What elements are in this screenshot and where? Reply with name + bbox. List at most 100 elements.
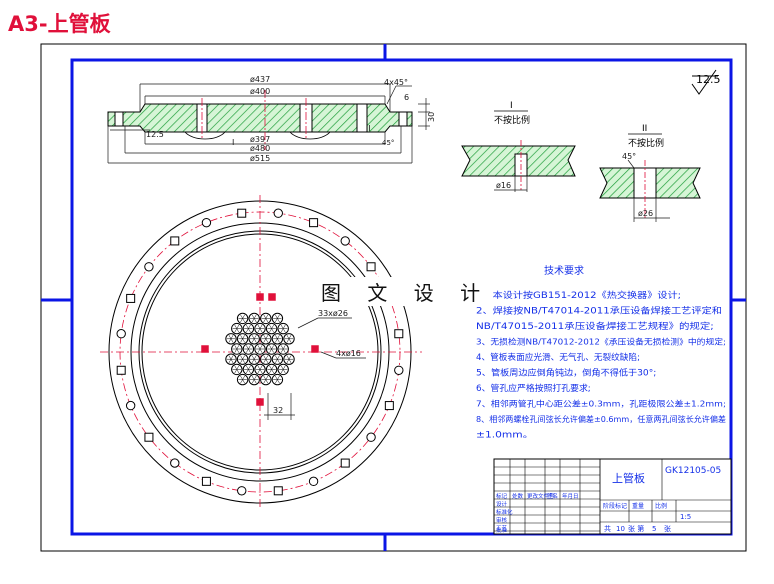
tube-hole [254, 363, 266, 376]
tube-hole [260, 333, 272, 345]
tb-header-cell: 处数 [512, 492, 524, 500]
tube-hole [236, 373, 249, 386]
tie-rod-hole [311, 345, 319, 353]
tube-hole [236, 312, 249, 325]
tech-line: 2、焊接按NB/T47014-2011承压设备焊接工艺评定和 [476, 305, 722, 317]
detail-1-scale: 不按比例 [494, 114, 530, 126]
detail-1-roman: I [510, 101, 513, 111]
tb-scale-value: 1:5 [680, 513, 691, 521]
bolt-hole [201, 217, 212, 228]
tb-sheet-info: 张 [664, 524, 671, 533]
tube-hole [265, 322, 278, 335]
detail-2-scale: 不按比例 [628, 137, 664, 149]
dim-397: ø397 [250, 135, 270, 144]
tube-hole [248, 312, 260, 325]
tube-hole [271, 312, 284, 325]
center-marks [41, 44, 746, 551]
tb-stage-label: 阶段标记 [603, 502, 627, 510]
bolt-hole [308, 476, 319, 487]
tube-hole [231, 363, 243, 376]
bolt-hole [340, 236, 350, 246]
tube-hole [254, 343, 266, 355]
tech-heading: 技术要求 [544, 264, 584, 277]
pitch-dim: 32 [273, 406, 283, 415]
section-view: ø437 ø400 ø397 ø480 ø515 4x45° 6 30 12.5… [107, 75, 436, 164]
plan-view: 33xø26 4xø16 32 [100, 195, 422, 508]
tube-hole [277, 322, 289, 335]
tube-hole [265, 363, 278, 376]
dim-chamfer: 4x45° [384, 78, 408, 87]
bolt-hole [116, 329, 126, 339]
tube-hole [236, 353, 249, 365]
tb-row-label: 工艺 [496, 525, 508, 532]
tube-hole [283, 353, 295, 365]
drawing-no: GK12105-05 [665, 466, 721, 476]
outer-frame [40, 43, 747, 552]
tube-hole [271, 333, 284, 345]
tie-rod-hole [268, 293, 276, 301]
roughness-value: 12.5 [696, 73, 721, 86]
title-block: 上管板 GK12105-05 [493, 458, 732, 535]
tech-line: 1、本设计按GB151-2012《热交换器》设计; [476, 289, 681, 301]
tube-hole [248, 333, 260, 345]
tb-row-label: 设计 [496, 500, 508, 508]
dim-437: ø437 [250, 75, 270, 84]
tb-sheet-info: 10 [616, 525, 625, 533]
dim-12-5: 12.5 [146, 130, 164, 139]
tb-header-cell: 签名 [547, 492, 558, 500]
tube-hole [254, 322, 266, 335]
tie-rod-hole [201, 345, 209, 353]
tube-hole [236, 333, 249, 345]
bolt-hole [366, 262, 376, 272]
bolt-hole [394, 365, 404, 375]
bolt-hole [273, 208, 283, 218]
bolt-hole [394, 329, 404, 339]
tech-line: 7、相邻两管孔中心距公差±0.3mm，孔距极限公差±1.2mm; [476, 399, 726, 409]
tech-line: 6、管孔应严格按照打孔要求; [476, 382, 591, 394]
dim-30: 30 [427, 112, 436, 122]
dim-480: ø480 [250, 144, 270, 153]
bolt-hole [116, 365, 126, 375]
tube-note: 33xø26 [318, 309, 348, 318]
tb-sheet-info: 5 [652, 525, 656, 533]
tech-line: 8、相邻两螺栓孔间弦长允许偏差±0.6mm，任意两孔间弦长允许偏差 [476, 414, 726, 424]
roughness-symbol: 12.5 [691, 69, 721, 95]
watermark: 图 文 设 计 [318, 277, 494, 306]
tb-stage-label: 比例 [655, 502, 667, 510]
tech-line: 5、管板周边应倒角钝边，倒角不得低于30°; [476, 367, 656, 379]
bolt-hole [309, 218, 319, 228]
dim-400: ø400 [250, 87, 270, 96]
bolt-hole [384, 401, 394, 411]
tb-sheet-info: 共 [604, 524, 611, 533]
bolt-hole [201, 476, 211, 486]
part-name: 上管板 [612, 471, 645, 485]
dim-515: ø515 [250, 154, 270, 163]
tube-hole [265, 343, 278, 355]
dim-45-small: 45° [382, 139, 394, 147]
detail-2: II 不按比例 45° ø26 [599, 124, 701, 222]
tube-hole [277, 363, 289, 376]
dim-6: 6 [404, 93, 409, 102]
detail-1: I 不按比例 ø16 [461, 101, 576, 192]
tube-hole [225, 353, 237, 365]
detail-2-roman: II [642, 124, 647, 134]
detail-2-dim: ø26 [638, 209, 653, 218]
tb-row-label: 批准 [496, 526, 508, 534]
tube-hole [260, 373, 272, 386]
tb-sheet-info: 张 第 [628, 524, 644, 533]
detail-2-angle: 45° [622, 152, 636, 161]
tie-rod-hole [256, 293, 264, 301]
tie-rod-hole [256, 398, 264, 406]
marker-II: II [366, 124, 371, 133]
tube-hole [271, 373, 284, 386]
tube-hole [231, 343, 243, 355]
bolt-hole [273, 486, 283, 496]
tech-line: 4、管板表面应光滑、无气孔、无裂纹缺陷; [476, 351, 640, 363]
tube-hole [242, 343, 255, 355]
drawing-border [70, 58, 733, 536]
tube-hole [271, 353, 284, 365]
bolt-hole [366, 432, 376, 442]
tb-row-label: 审核 [496, 516, 508, 524]
bolt-hole [340, 458, 350, 468]
